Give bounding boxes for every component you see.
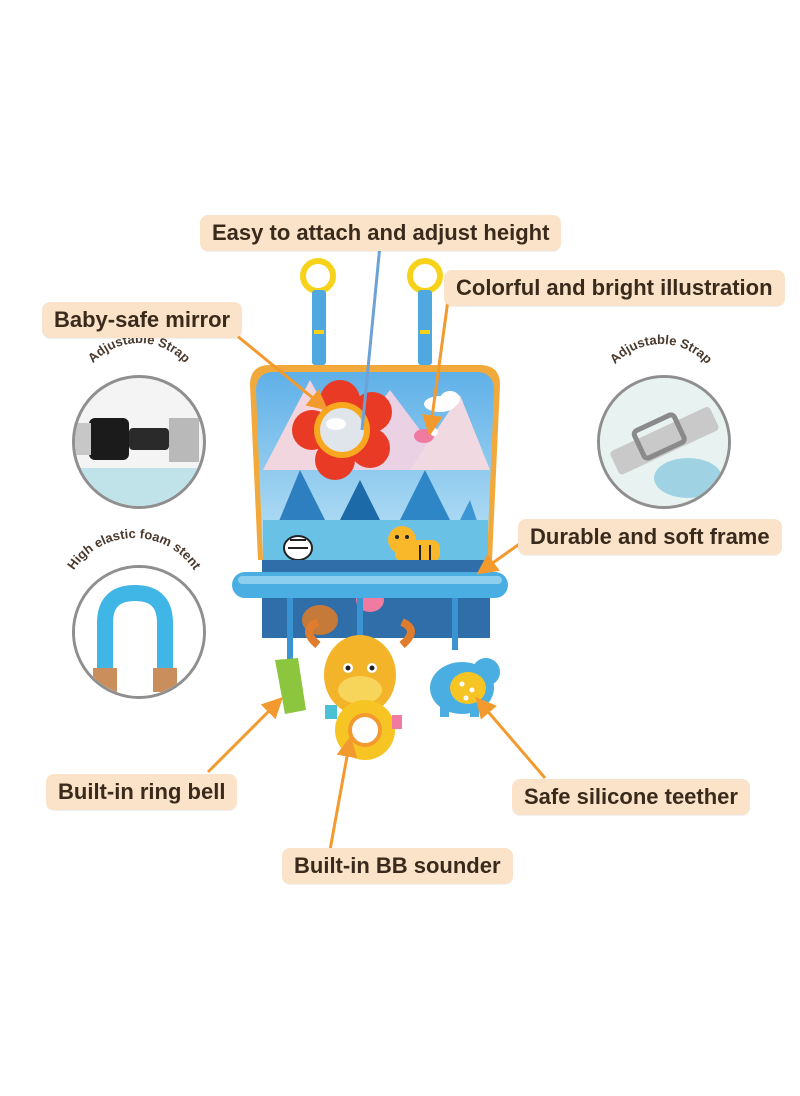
callout-bb-sounder: Built-in BB sounder (282, 848, 513, 884)
callout-durable-frame: Durable and soft frame (518, 519, 782, 555)
callout-ring-bell: Built-in ring bell (46, 774, 238, 810)
strap-adjuster-icon (600, 378, 728, 506)
buckle-detail-circle (72, 375, 206, 509)
callout-attach-adjust-height: Easy to attach and adjust height (200, 215, 562, 251)
tray-frame (232, 560, 508, 638)
callout-baby-safe-mirror: Baby-safe mirror (42, 302, 243, 338)
buckle-icon (75, 418, 203, 506)
callout-colorful-illustration: Colorful and bright illustration (444, 270, 785, 306)
tiger-figure (388, 526, 440, 562)
zebra-figure (283, 535, 313, 561)
callout-arrows (206, 244, 547, 851)
arc-label-adjustable-strap-right: Adjustable Strap (607, 332, 716, 366)
foam-stent-icon (75, 568, 203, 696)
callout-silicone-teether: Safe silicone teether (512, 779, 750, 815)
foam-stent-detail-circle (72, 565, 206, 699)
strap-adjuster-detail-circle (597, 375, 731, 509)
mirror-board (250, 365, 500, 562)
hanging-rings (300, 258, 443, 365)
